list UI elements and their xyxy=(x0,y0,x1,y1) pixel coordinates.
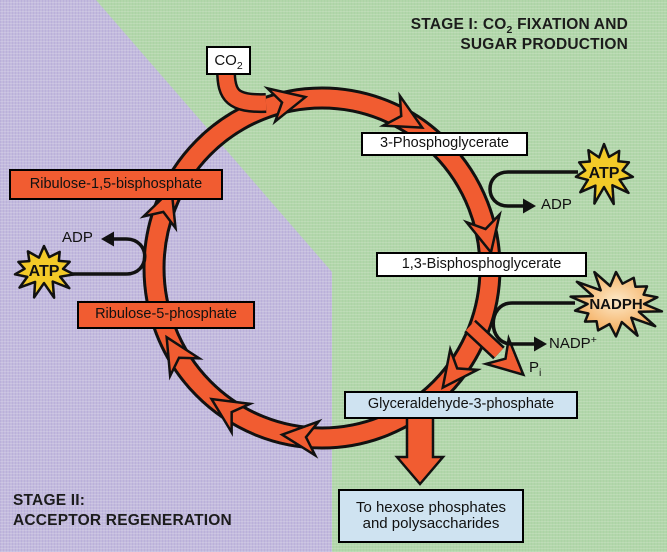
hexose-products-node: To hexose phosphates and polysaccharides xyxy=(338,489,524,543)
stage1-title-line2: SUGAR PRODUCTION xyxy=(460,36,628,53)
stage2-title-line1: STAGE II: xyxy=(13,492,86,509)
ribulose-5-phosphate-label: Ribulose-5-phosphate xyxy=(95,306,237,323)
cycle-arrowhead xyxy=(263,86,309,126)
ribulose-5-phosphate-node: Ribulose-5-phosphate xyxy=(77,301,255,329)
ribulose-15-bisphosphate-node: Ribulose-1,5-bisphosphate xyxy=(9,169,223,200)
cycle-arrowhead xyxy=(165,334,204,381)
stage2-title: STAGE II: ACCEPTOR REGENERATION xyxy=(13,491,232,531)
pi-branch-arrow xyxy=(465,321,504,358)
cycle-arrowhead xyxy=(209,397,255,437)
co2-label: CO2 xyxy=(214,51,243,72)
hexose-label-line1: To hexose phosphates xyxy=(355,499,507,517)
adp-right-label: ADP xyxy=(541,196,572,213)
cycle-arrowhead xyxy=(279,418,323,459)
hexose-label-line2: and polysaccharides xyxy=(362,515,500,532)
inorganic-phosphate-label: Pi xyxy=(529,359,542,379)
stage2-title-line2: ACCEPTOR REGENERATION xyxy=(13,512,232,529)
3-phosphoglycerate-label: 3-Phosphoglycerate xyxy=(380,135,509,152)
3-phosphoglycerate-node: 3-Phosphoglycerate xyxy=(361,132,528,156)
cycle-arrowhead xyxy=(481,334,526,377)
atp-adp-right-connector xyxy=(488,170,578,208)
13-bisphosphoglycerate-node: 1,3-Bisphosphoglycerate xyxy=(376,252,587,277)
13-bisphosphoglycerate-label: 1,3-Bisphosphoglycerate xyxy=(401,255,562,272)
connector-arrowheads xyxy=(101,198,547,352)
atp-burst-left xyxy=(13,244,76,299)
adp-left-arrowhead xyxy=(101,231,114,247)
nadph-burst xyxy=(569,270,664,338)
nadp-arrowhead xyxy=(534,336,547,352)
adp-left-label: ADP xyxy=(62,229,93,246)
stage1-title-line1: STAGE I: CO2 FIXATION AND xyxy=(410,16,628,36)
nadp-plus-label: NADP+ xyxy=(549,334,597,352)
nadph-label: NADPH xyxy=(589,296,643,313)
cofactor-connectors xyxy=(72,170,578,346)
nadph-nadp-connector xyxy=(491,301,575,346)
glyceraldehyde-3-phosphate-label: Glyceraldehyde-3-phosphate xyxy=(367,396,555,413)
ribulose-15-bisphosphate-label: Ribulose-1,5-bisphosphate xyxy=(29,175,203,192)
co2-entry-arrow xyxy=(218,69,267,111)
atp-left-label: ATP xyxy=(28,263,60,280)
atp-right-label: ATP xyxy=(588,165,620,182)
cycle-arrowhead xyxy=(441,344,482,390)
cycle-arrowhead xyxy=(378,91,425,130)
glyceraldehyde-3-phosphate-node: Glyceraldehyde-3-phosphate xyxy=(344,391,578,419)
atp-adp-left-connector xyxy=(72,237,147,276)
cycle-arrowhead xyxy=(462,210,502,256)
atp-burst-right xyxy=(574,142,635,206)
co2-node: CO2 xyxy=(206,46,251,75)
adp-right-arrowhead xyxy=(523,198,536,214)
stage1-title: STAGE I: CO2 FIXATION AND SUGAR PRODUCTI… xyxy=(411,15,628,55)
